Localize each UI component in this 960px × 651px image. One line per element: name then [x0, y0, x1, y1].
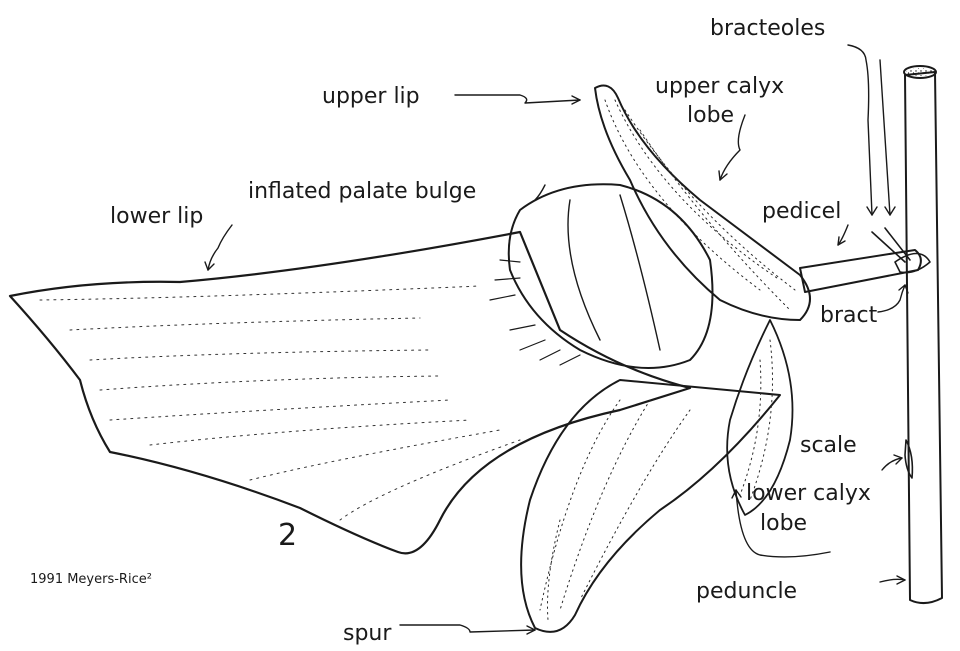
figure-number: 2: [278, 518, 297, 553]
pedicel-drawing: [800, 228, 930, 292]
label-lower-calyx-lobe-1: lower calyx: [746, 481, 871, 506]
palate-bulge-drawing: [490, 184, 713, 368]
label-lower-lip: lower lip: [110, 204, 203, 229]
label-inflated-palate-bulge: inflated palate bulge: [248, 179, 476, 204]
lower-lip-drawing: [10, 232, 690, 553]
label-peduncle: peduncle: [696, 579, 797, 604]
label-spur: spur: [343, 621, 392, 646]
label-upper-calyx-lobe-1: upper calyx: [655, 74, 784, 99]
label-bract: bract: [820, 303, 878, 328]
label-scale: scale: [800, 433, 857, 458]
label-upper-lip: upper lip: [322, 84, 420, 109]
label-upper-calyx-lobe-2: lobe: [687, 103, 734, 128]
label-bracteoles: bracteoles: [710, 16, 825, 41]
label-pedicel: pedicel: [762, 199, 841, 224]
peduncle-drawing: [904, 66, 942, 603]
artist-credit: 1991 Meyers-Rice²: [30, 572, 152, 587]
label-lower-calyx-lobe-2: lobe: [760, 511, 807, 536]
leader-lines: [205, 45, 908, 634]
